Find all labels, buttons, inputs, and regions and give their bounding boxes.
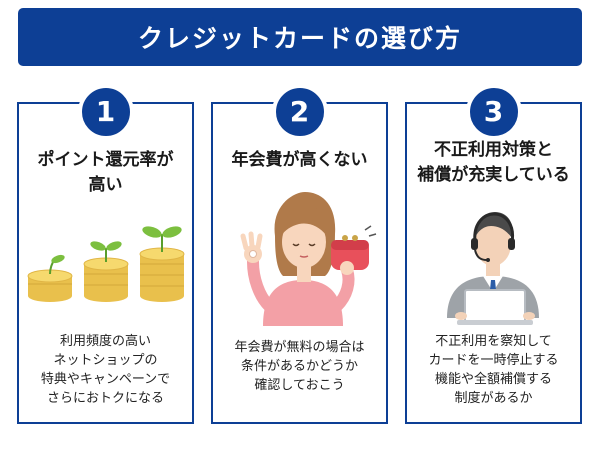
wallet-icon — [331, 225, 377, 270]
desc-line: 機能や全額補償する — [434, 372, 552, 387]
heading-line: 補償が充実している — [417, 165, 570, 185]
desc-line: 特典やキャンペーンで — [40, 372, 171, 387]
desc-line: 確認しておこう — [254, 378, 345, 393]
sprouting-coins-icon — [27, 226, 185, 302]
headset-operator-icon — [447, 212, 539, 325]
page-title: クレジットカードの選び方 — [137, 24, 462, 53]
desc-line: ネットショップの — [53, 353, 158, 368]
laptop-icon — [457, 289, 533, 325]
woman-wallet-illustration — [213, 186, 386, 326]
woman-with-wallet-icon — [240, 192, 377, 326]
card-description: 不正利用を察知して カードを一時停止する 機能や全額補償する 制度があるか — [407, 332, 580, 408]
desc-line: 年会費が無料の場合は — [234, 340, 365, 355]
number-badge: 3 — [465, 84, 522, 140]
number-label: 3 — [483, 95, 504, 128]
desc-line: 条件があるかどうか — [240, 359, 358, 374]
card-annual-fee: 2 年会費が高くない — [211, 84, 388, 424]
card-heading: ポイント還元率が 高い — [19, 148, 192, 198]
card-heading: 不正利用対策と 補償が充実している — [407, 138, 580, 188]
heading-line: 不正利用対策と — [434, 140, 553, 160]
desc-line: 制度があるか — [454, 391, 533, 406]
desc-line: 利用頻度の高い — [59, 334, 151, 349]
support-operator-illustration — [407, 196, 580, 326]
title-banner: クレジットカードの選び方 — [18, 8, 582, 66]
number-label: 1 — [95, 95, 116, 128]
card-fraud-protection: 3 不正利用対策と 補償が充実している — [405, 84, 582, 424]
heading-line: 高い — [88, 175, 123, 195]
coin-stack-small — [27, 254, 73, 302]
card-point-rate: 1 ポイント還元率が 高い — [17, 84, 194, 424]
heading-line: 年会費が高くない — [231, 150, 368, 170]
card-description: 年会費が無料の場合は 条件があるかどうか 確認しておこう — [213, 338, 386, 395]
desc-line: 不正利用を察知して — [435, 334, 552, 349]
desc-line: さらにおトクになる — [46, 391, 164, 406]
sprouting-coins-illustration — [19, 224, 192, 304]
card-heading: 年会費が高くない — [213, 148, 386, 173]
number-badge: 2 — [271, 84, 328, 140]
coin-stack-large — [139, 226, 185, 302]
heading-line: ポイント還元率が — [37, 150, 174, 170]
desc-line: カードを一時停止する — [428, 353, 559, 368]
coin-stack-medium — [83, 241, 129, 302]
card-description: 利用頻度の高い ネットショップの 特典やキャンペーンで さらにおトクになる — [19, 332, 192, 408]
number-label: 2 — [289, 95, 310, 128]
number-badge: 1 — [77, 84, 134, 140]
